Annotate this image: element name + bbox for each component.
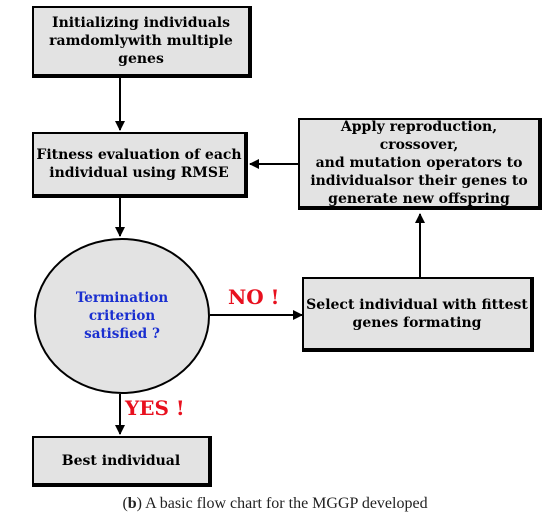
caption-text: ) A basic flow chart for the MGGP develo…: [136, 495, 428, 512]
caption-prefix: (: [122, 495, 128, 512]
fitness-node: Fitness evaluation of each individual us…: [32, 132, 248, 198]
init-node: Initializing individuals ramdomlywith mu…: [32, 6, 252, 78]
no-branch-label: NO !: [228, 285, 280, 309]
select-node: Select individual with fittest genes for…: [302, 277, 534, 352]
yes-branch-label: YES !: [125, 396, 185, 420]
apply-operators-node: Apply reproduction, crossover, and mutat…: [298, 118, 542, 210]
best-individual-node: Best individual: [32, 436, 212, 487]
caption-letter: b: [127, 495, 137, 512]
figure-caption: (b) A basic flow chart for the MGGP deve…: [0, 495, 550, 513]
termination-decision-node: Termination criterion satisfied ?: [34, 238, 210, 394]
